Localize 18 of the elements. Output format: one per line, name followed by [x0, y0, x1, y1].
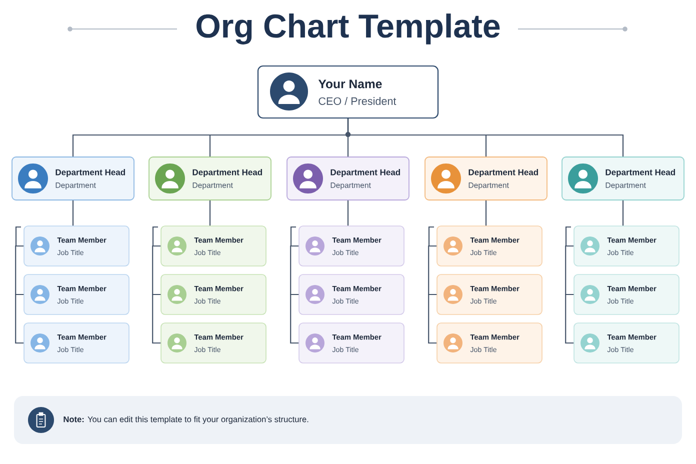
- connector-line: [290, 245, 299, 296]
- connector-line: [428, 245, 437, 296]
- connector-line: [209, 200, 211, 226]
- connector-line: [428, 294, 437, 344]
- connector-line: [152, 294, 161, 344]
- connector-line: [15, 245, 24, 296]
- connector-line: [565, 294, 574, 344]
- connector-line: [15, 294, 24, 344]
- connector-line: [152, 245, 161, 296]
- note-box: Note: You can edit this template to fit your organization’s structure.: [14, 396, 682, 444]
- title: Org Chart Template: [196, 14, 500, 44]
- connector-line: [485, 200, 487, 226]
- connector-line: [347, 118, 624, 157]
- connector-line: [347, 200, 349, 226]
- connector-line: [565, 245, 574, 296]
- connector-line: [290, 294, 299, 344]
- connector-line: [622, 200, 624, 226]
- connector-line: [72, 200, 74, 226]
